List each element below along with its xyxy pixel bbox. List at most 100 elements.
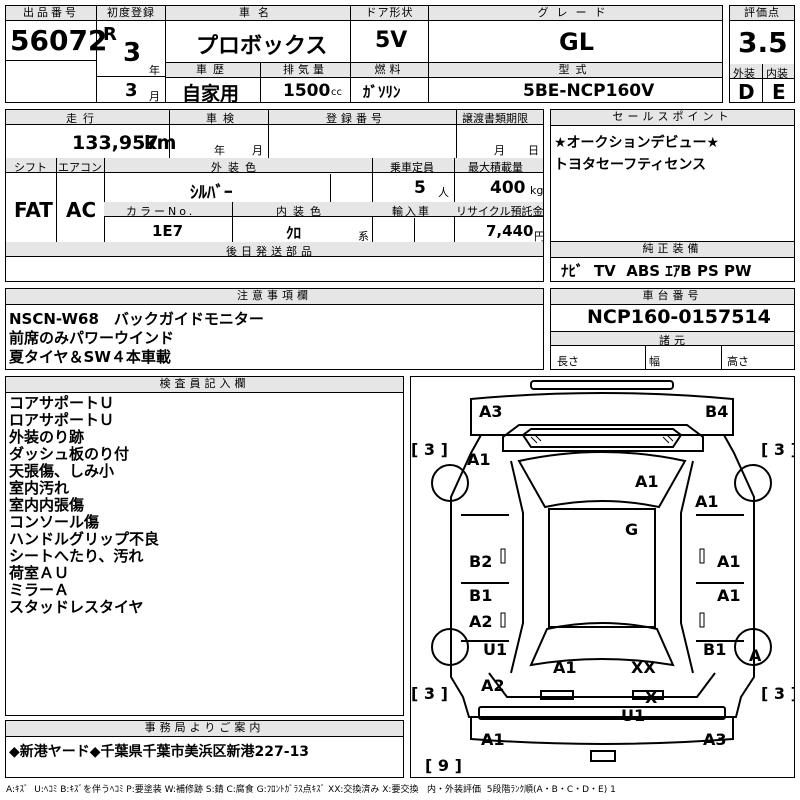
dims-length: 長さ <box>557 355 579 368</box>
aircon-value: AC <box>66 198 97 222</box>
displacement-box: 排気量 1500 cc <box>260 62 351 103</box>
mileage-value: 133,957 <box>72 132 159 154</box>
caution-line-1: NSCN-W68 バックガイドモニター <box>9 310 264 328</box>
tread-rear-left: [ 3 ] <box>411 684 448 703</box>
fuel-value: ｶﾞｿﾘﾝ <box>363 83 401 101</box>
car-name-box: 車名 プロボックス <box>165 5 351 63</box>
grade-value: GL <box>559 28 594 56</box>
color-no-value: 1E7 <box>152 222 184 240</box>
score-ext-header: 外装 <box>733 67 755 80</box>
chassis-box: 車台番号 NCP160-0157514 諸元 長さ 幅 高さ <box>550 288 795 370</box>
registration-header: 登録番号 <box>326 112 386 125</box>
caution-line-2: 前席のみパワーウインド <box>9 329 175 347</box>
genuine-value: ﾅﾋﾞ TV ABS ｴｱB PS PW <box>561 262 752 280</box>
caution-box: 注意事項欄 NSCN-W68 バックガイドモニター 前席のみパワーウインド 夏タ… <box>5 288 544 370</box>
import-header: 輸入車 <box>392 205 431 218</box>
dims-width: 幅 <box>649 355 660 368</box>
inspector-box: 検査員記入欄 コアサポートＵ ロアサポートＵ 外装のり跡 ダッシュ板のり付 天張… <box>5 376 404 716</box>
grade-box: グレード GL <box>428 5 723 63</box>
first-reg-month: 3 <box>125 80 138 101</box>
mark-roof: G <box>625 520 638 539</box>
grade-header: グレード <box>429 6 722 21</box>
mileage-unit: km <box>144 132 177 154</box>
int-color-value: ｸﾛ <box>286 224 302 242</box>
capacity-header: 乗車定員 <box>390 161 434 174</box>
tread-spare: [ 9 ] <box>425 756 462 775</box>
inspector-note: ロアサポートＵ <box>9 411 115 429</box>
tread-front-left: [ 3 ] <box>411 440 448 459</box>
mark-left-quarter-upper: A2 <box>469 612 493 631</box>
inspector-note: コンソール傷 <box>9 513 100 531</box>
transfer-day-unit: 日 <box>528 144 539 157</box>
inspector-note: 室内内張傷 <box>9 496 85 514</box>
score-int-header: 内装 <box>766 67 788 80</box>
sales-points-box: セールスポイント ★オークションデビュー★ トヨタセーフティセンス <box>550 109 795 242</box>
inspector-note: スタッドレスタイヤ <box>9 598 144 616</box>
inspector-note: シートへたり、汚れ <box>9 547 144 565</box>
later-parts-header: 後日発送部品 <box>226 245 316 258</box>
office-box: 事務局よりご案内 ◆新港ヤード◆千葉県千葉市美浜区新港227-13 <box>5 720 404 778</box>
model-value: 5BE-NCP160V <box>523 81 655 101</box>
caution-header: 注意事項欄 <box>6 289 543 305</box>
first-reg-month-unit: 月 <box>149 90 160 103</box>
score-box: 評価点 3.5 外装 内装 D E <box>729 5 795 104</box>
history-box: 車歴 自家用 <box>165 62 261 105</box>
lot-blank <box>5 60 97 103</box>
displacement-value: 1500 <box>283 81 331 101</box>
first-reg-header: 初度登録 <box>97 6 165 21</box>
fuel-header: 燃料 <box>351 63 428 78</box>
max-load-value: 400 <box>490 178 526 198</box>
mark-left-quarter-lower: A2 <box>481 676 505 695</box>
genuine-box: 純正装備 ﾅﾋﾞ TV ABS ｴｱB PS PW <box>550 241 795 282</box>
chassis-header: 車台番号 <box>551 289 794 305</box>
door-value: 5V <box>375 28 408 53</box>
first-reg-year: 3 <box>123 38 142 68</box>
dims-height: 高さ <box>727 355 749 368</box>
first-reg-year-unit: 年 <box>149 64 160 77</box>
first-reg-era: R <box>103 24 117 45</box>
inspector-note: ミラーＡ <box>9 581 70 599</box>
mark-right-rear-wheel: B1 <box>703 640 726 659</box>
office-header: 事務局よりご案内 <box>6 721 403 737</box>
inspector-note: 室内汚れ <box>9 479 70 497</box>
mark-rear-right-corner: A3 <box>703 730 727 749</box>
sales-point-1: ★オークションデビュー★ <box>554 135 720 151</box>
lot-box: 出品番号 56072 <box>5 5 107 61</box>
model-box: 型式 5BE-NCP160V <box>428 62 723 103</box>
max-load-header: 最大積載量 <box>468 161 523 174</box>
sales-point-2: トヨタセーフティセンス <box>554 157 707 173</box>
transfer-header: 譲渡書類期限 <box>462 112 528 125</box>
mark-back-door: A1 <box>553 658 577 677</box>
tread-rear-right: [ 3 ] <box>761 684 794 703</box>
mark-left-front-fender: A1 <box>467 450 491 469</box>
door-box: ドア形状 5V <box>350 5 429 63</box>
shift-header: シフト <box>14 161 47 174</box>
mark-left-front-door: B2 <box>469 552 492 571</box>
tread-front-right: [ 3 ] <box>761 440 794 459</box>
color-no-header: カラーNo. <box>126 205 196 218</box>
transfer-month-unit: 月 <box>494 144 505 157</box>
inspector-notes: コアサポートＵ ロアサポートＵ 外装のり跡 ダッシュ板のり付 天張傷、しみ小 室… <box>9 395 159 616</box>
car-diagram-box: A3 B4 A1 A1 A1 G B2 A1 B1 A1 A2 U1 B1 A … <box>410 376 795 778</box>
mark-right-front-door: A1 <box>717 552 741 571</box>
car-name: プロボックス <box>196 34 328 59</box>
score-header: 評価点 <box>730 6 794 21</box>
genuine-header: 純正装備 <box>551 242 794 258</box>
score-interior: E <box>772 80 786 104</box>
history-header: 車歴 <box>166 63 260 78</box>
mark-right-front-fender: A1 <box>695 492 719 511</box>
inspector-note: 天張傷、しみ小 <box>9 462 115 480</box>
ext-color-header: 外装色 <box>211 161 262 174</box>
mark-rear-bumper: U1 <box>621 706 645 725</box>
history-value: 自家用 <box>182 83 240 105</box>
model-header: 型式 <box>429 63 722 78</box>
displacement-header: 排気量 <box>261 63 350 78</box>
mark-hood: A1 <box>635 472 659 491</box>
mileage-header: 走行 <box>66 112 100 125</box>
inspector-header: 検査員記入欄 <box>6 377 403 393</box>
car-name-header: 車名 <box>166 6 350 21</box>
inspector-note: ダッシュ板のり付 <box>9 445 130 463</box>
chassis-number: NCP160-0157514 <box>587 306 771 328</box>
displacement-unit: cc <box>331 87 342 98</box>
recycle-value: 7,440 <box>486 222 534 240</box>
